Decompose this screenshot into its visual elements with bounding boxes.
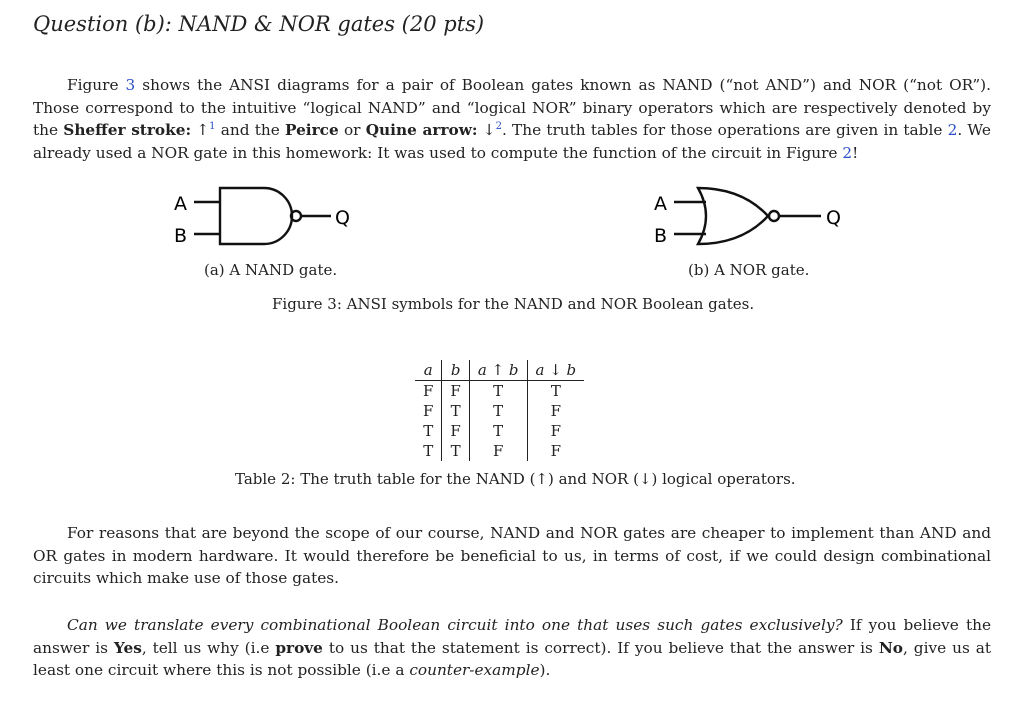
- figure-3-link[interactable]: 3: [125, 76, 136, 94]
- table-cell: T: [415, 441, 443, 461]
- table-cell: F: [441, 421, 470, 441]
- text: . The truth tables for those operations …: [501, 121, 948, 140]
- text: ).: [539, 661, 551, 680]
- figure-2-link[interactable]: 2: [842, 143, 853, 162]
- prove-term: prove: [275, 638, 323, 657]
- paragraph-intro: Figure 3 shows the ANSI diagrams for a p…: [33, 74, 991, 164]
- table-cell: T: [550, 382, 561, 400]
- text: . We already used a NOR gate in this hom…: [33, 121, 991, 162]
- footnote-2-link[interactable]: 2: [495, 121, 502, 133]
- nor-output-label: Q: [826, 207, 841, 229]
- table-cell: T: [469, 421, 528, 441]
- paragraph-cost: For reasons that are beyond the scope of…: [33, 524, 991, 588]
- nand-input-b-label: B: [174, 225, 187, 247]
- header-nand: a ↑ b: [469, 360, 528, 381]
- table-cell: F: [550, 402, 562, 420]
- nor-gate-diagram: A B Q: [654, 186, 841, 247]
- yes-term: Yes: [113, 638, 142, 657]
- no-term: No: [878, 638, 904, 657]
- table-row: F F T T: [415, 380, 584, 401]
- table-cell: T: [415, 421, 443, 441]
- sheffer-stroke-term: Sheffer stroke:: [63, 121, 192, 140]
- text: !: [852, 143, 859, 162]
- table-row: T T F F: [415, 441, 584, 461]
- table-cell: F: [441, 380, 470, 401]
- up-arrow-symbol: ↑: [191, 121, 210, 140]
- question-heading: Question (b): NAND & NOR gates (20 pts): [33, 12, 485, 36]
- header-nor: a ↓ b: [527, 360, 585, 381]
- nor-caption: (b) A NOR gate.: [688, 261, 810, 279]
- table-cell: F: [550, 442, 562, 460]
- counter-example-term: counter-example: [409, 661, 540, 680]
- header-b: b: [441, 360, 470, 381]
- table-header-row: a b a ↑ b a ↓ b: [415, 360, 585, 381]
- table-cell: T: [441, 441, 470, 461]
- footnote-1-link[interactable]: 1: [209, 121, 216, 133]
- nand-gate-diagram: A B Q: [174, 186, 350, 247]
- table-cell: F: [550, 422, 562, 440]
- text: shows the ANSI diagrams for a pair of Bo…: [33, 76, 991, 140]
- table-cell: T: [469, 380, 528, 401]
- table-cell: F: [415, 380, 443, 401]
- text: to us that the statement is correct). If…: [322, 638, 879, 657]
- nor-input-a-label: A: [654, 193, 667, 215]
- quine-arrow-term: Quine arrow:: [365, 121, 478, 140]
- nand-caption: (a) A NAND gate.: [204, 261, 338, 279]
- peirce-term: Peirce: [284, 121, 339, 140]
- table-2-caption: Table 2: The truth table for the NAND (↑…: [235, 470, 796, 488]
- text: , tell us why (i.e: [141, 638, 276, 657]
- table-cell: F: [469, 441, 528, 461]
- question-text: Can we translate every combinational Boo…: [67, 616, 843, 634]
- table-cell: T: [441, 401, 470, 421]
- table-2-link[interactable]: 2: [947, 121, 958, 140]
- header-a: a: [415, 360, 443, 381]
- text: Figure: [67, 76, 126, 94]
- nand-input-a-label: A: [174, 193, 187, 215]
- table-row: T F T F: [415, 421, 584, 441]
- text: and the: [215, 121, 285, 140]
- text: , give us at least one circuit where thi…: [33, 638, 991, 680]
- figure-3-caption: Figure 3: ANSI symbols for the NAND and …: [272, 295, 755, 313]
- down-arrow-symbol: ↓: [477, 121, 496, 140]
- text: or: [338, 121, 366, 140]
- table-cell: F: [415, 401, 443, 421]
- nand-output-label: Q: [335, 207, 350, 229]
- table-row: F T T F: [415, 401, 584, 421]
- table-cell: T: [469, 401, 528, 421]
- truth-table: a b a ↑ b a ↓ b F F T T F T T F T F T F …: [415, 360, 585, 461]
- nor-input-b-label: B: [654, 225, 667, 247]
- paragraph-question: Can we translate every combinational Boo…: [33, 614, 991, 682]
- text: If you believe the answer is: [33, 616, 991, 657]
